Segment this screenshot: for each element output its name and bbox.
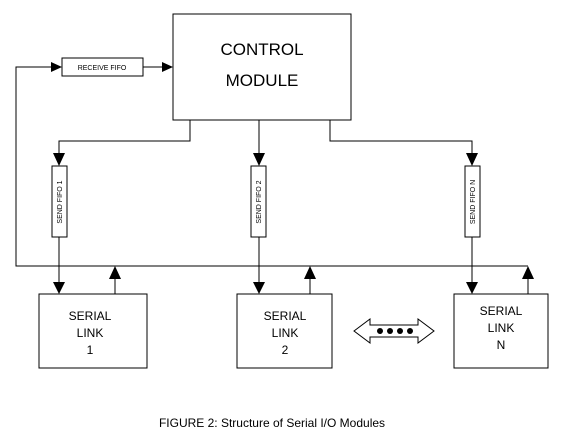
feedback-loop-line	[15, 66, 528, 267]
serial-link-n-return-arrow	[522, 266, 534, 279]
serial-link-n-line2: LINK	[488, 321, 515, 335]
arrow-into-send-fifo-2	[253, 153, 265, 166]
serial-link-2-return-arrow	[304, 266, 316, 279]
control-module-label-line1: CONTROL	[220, 40, 303, 59]
serial-link-n-box	[453, 293, 549, 369]
serial-link-n-line1: SERIAL	[480, 304, 523, 318]
control-module-label-line2: MODULE	[226, 71, 299, 90]
control-module-box	[172, 13, 352, 121]
control-output-left-line	[58, 120, 191, 154]
arrow-into-send-fifo-n	[466, 153, 478, 166]
ellipsis-double-arrow-icon	[353, 318, 435, 344]
arrow-into-receive-fifo	[51, 62, 62, 72]
serial-link-n-line3: N	[497, 338, 506, 352]
arrow-into-send-fifo-1	[53, 153, 65, 166]
serial-link-2-line3: 2	[282, 343, 289, 357]
serial-link-2-box	[236, 293, 333, 369]
serial-link-2-line2: LINK	[272, 326, 299, 340]
send-fifo-2-label: SEND FIFO 2	[256, 180, 263, 223]
arrow-into-serial-link-2	[253, 282, 265, 294]
arrow-into-serial-link-1	[53, 282, 65, 294]
arrow-into-serial-link-n	[466, 282, 478, 294]
send-fifo-1-label: SEND FIFO 1	[57, 180, 64, 223]
serial-link-1-return-arrow	[109, 266, 121, 279]
send-fifo-n-label: SEND FIFO N	[470, 180, 477, 224]
serial-link-1-line2: LINK	[77, 326, 104, 340]
serial-link-2-line1: SERIAL	[264, 309, 307, 323]
serial-link-1-line1: SERIAL	[69, 309, 112, 323]
control-output-right-line	[329, 120, 473, 154]
serial-link-1-box	[38, 293, 148, 369]
receive-fifo-label: RECEIVE FIFO	[78, 65, 127, 72]
arrow-into-control-module	[162, 62, 173, 72]
serial-link-1-line3: 1	[87, 343, 94, 357]
figure-caption: FIGURE 2: Structure of Serial I/O Module…	[159, 416, 385, 430]
